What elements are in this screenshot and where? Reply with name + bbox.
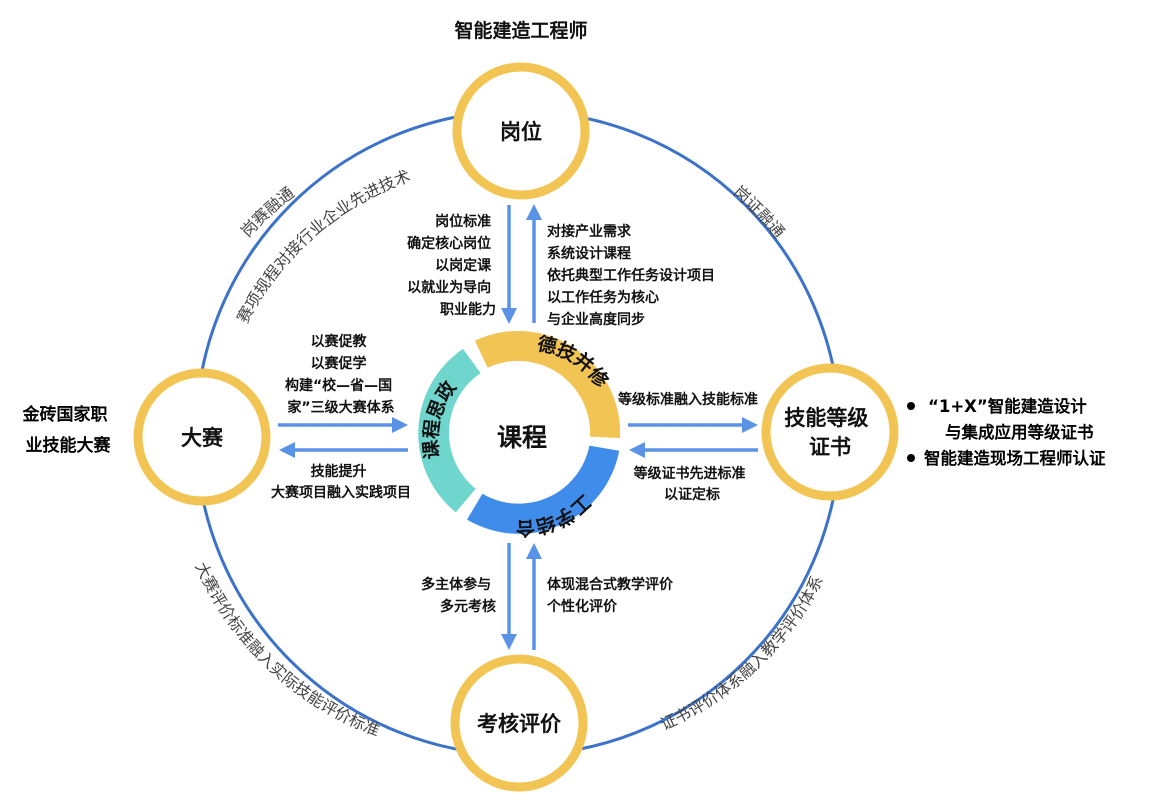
note-bottom-right: 体现混合式教学评价 个性化评价 <box>546 576 678 615</box>
note-left-bottom: 技能提升 大赛项目融入实践项目 <box>271 463 411 501</box>
ring-segment-gong-xue <box>467 445 620 534</box>
node-left-circle <box>133 368 271 506</box>
side-left-text: 金砖国家职 业技能大赛 <box>22 404 114 456</box>
ring-segment-ke-cheng-si-zheng <box>418 348 481 513</box>
note-left-top: 以赛促教 以赛促学 构建“校—省—国 家”三级大赛体系 <box>285 333 397 416</box>
arc-label-zheng-shu-ping-jia: 证书评价体系融入教学评价体系 <box>657 572 826 734</box>
node-top-label: 岗位 <box>500 120 542 144</box>
note-right-bottom: 等级证书先进标准 以证定标 <box>634 465 751 503</box>
svg-text:赛项规程对接行业企业先进技术: 赛项规程对接行业企业先进技术 <box>233 166 413 326</box>
node-bottom-label: 考核评价 <box>477 712 562 736</box>
bullet-1 <box>907 402 915 410</box>
center-label: 课程 <box>497 423 547 452</box>
side-right-line-1: “1+X”智能建造设计 <box>928 396 1087 416</box>
side-right-line-2: 与集成应用等级证书 <box>945 422 1094 442</box>
diagram-title: 智能建造工程师 <box>454 19 587 42</box>
note-bottom-left: 多主体参与 多元考核 <box>421 576 496 615</box>
node-top-circle <box>452 62 590 200</box>
arrow-left-left <box>279 442 408 458</box>
node-right-label: 技能等级 证书 <box>784 406 875 459</box>
arc-label-gang-zheng: 岗证融通 <box>730 182 789 242</box>
arc-label-sai-xiang: 赛项规程对接行业企业先进技术 <box>233 166 413 326</box>
node-right-circle <box>761 363 899 501</box>
arc-label-da-sai-ping-jia: 大赛评价标准融入实际技能评价标准 <box>191 559 382 740</box>
note-top-right: 对接产业需求 系统设计课程 依托典型工作任务设计项目 以工作任务为核心 与企业高… <box>547 223 720 328</box>
arrow-top-up <box>526 204 542 323</box>
svg-text:岗证融通: 岗证融通 <box>730 182 789 242</box>
svg-text:证书评价体系融入教学评价体系: 证书评价体系融入教学评价体系 <box>657 572 826 734</box>
arrow-top-down <box>501 205 517 324</box>
node-right-line-1: 技能等级 <box>784 406 868 430</box>
arrow-bottom-down <box>501 543 517 650</box>
arrow-right-right <box>628 417 758 433</box>
node-right-line-2: 证书 <box>809 435 851 459</box>
note-right-top: 等级标准融入技能标准 <box>618 391 758 408</box>
bullet-2 <box>907 454 915 462</box>
arrow-right-left <box>629 442 758 458</box>
arrow-bottom-up <box>526 543 542 650</box>
svg-text:大赛评价标准融入实际技能评价标准: 大赛评价标准融入实际技能评价标准 <box>191 559 382 740</box>
side-right-line-3: 智能建造现场工程师认证 <box>924 448 1106 468</box>
node-bottom-circle <box>450 654 588 792</box>
arrow-left-right <box>278 417 408 433</box>
node-left-label: 大赛 <box>181 426 224 450</box>
note-top-left: 岗位标准 确定核心岗位 以岗定课 以就业为导向 职业能力 <box>407 213 496 318</box>
ring-segment-de-ji <box>474 330 621 439</box>
